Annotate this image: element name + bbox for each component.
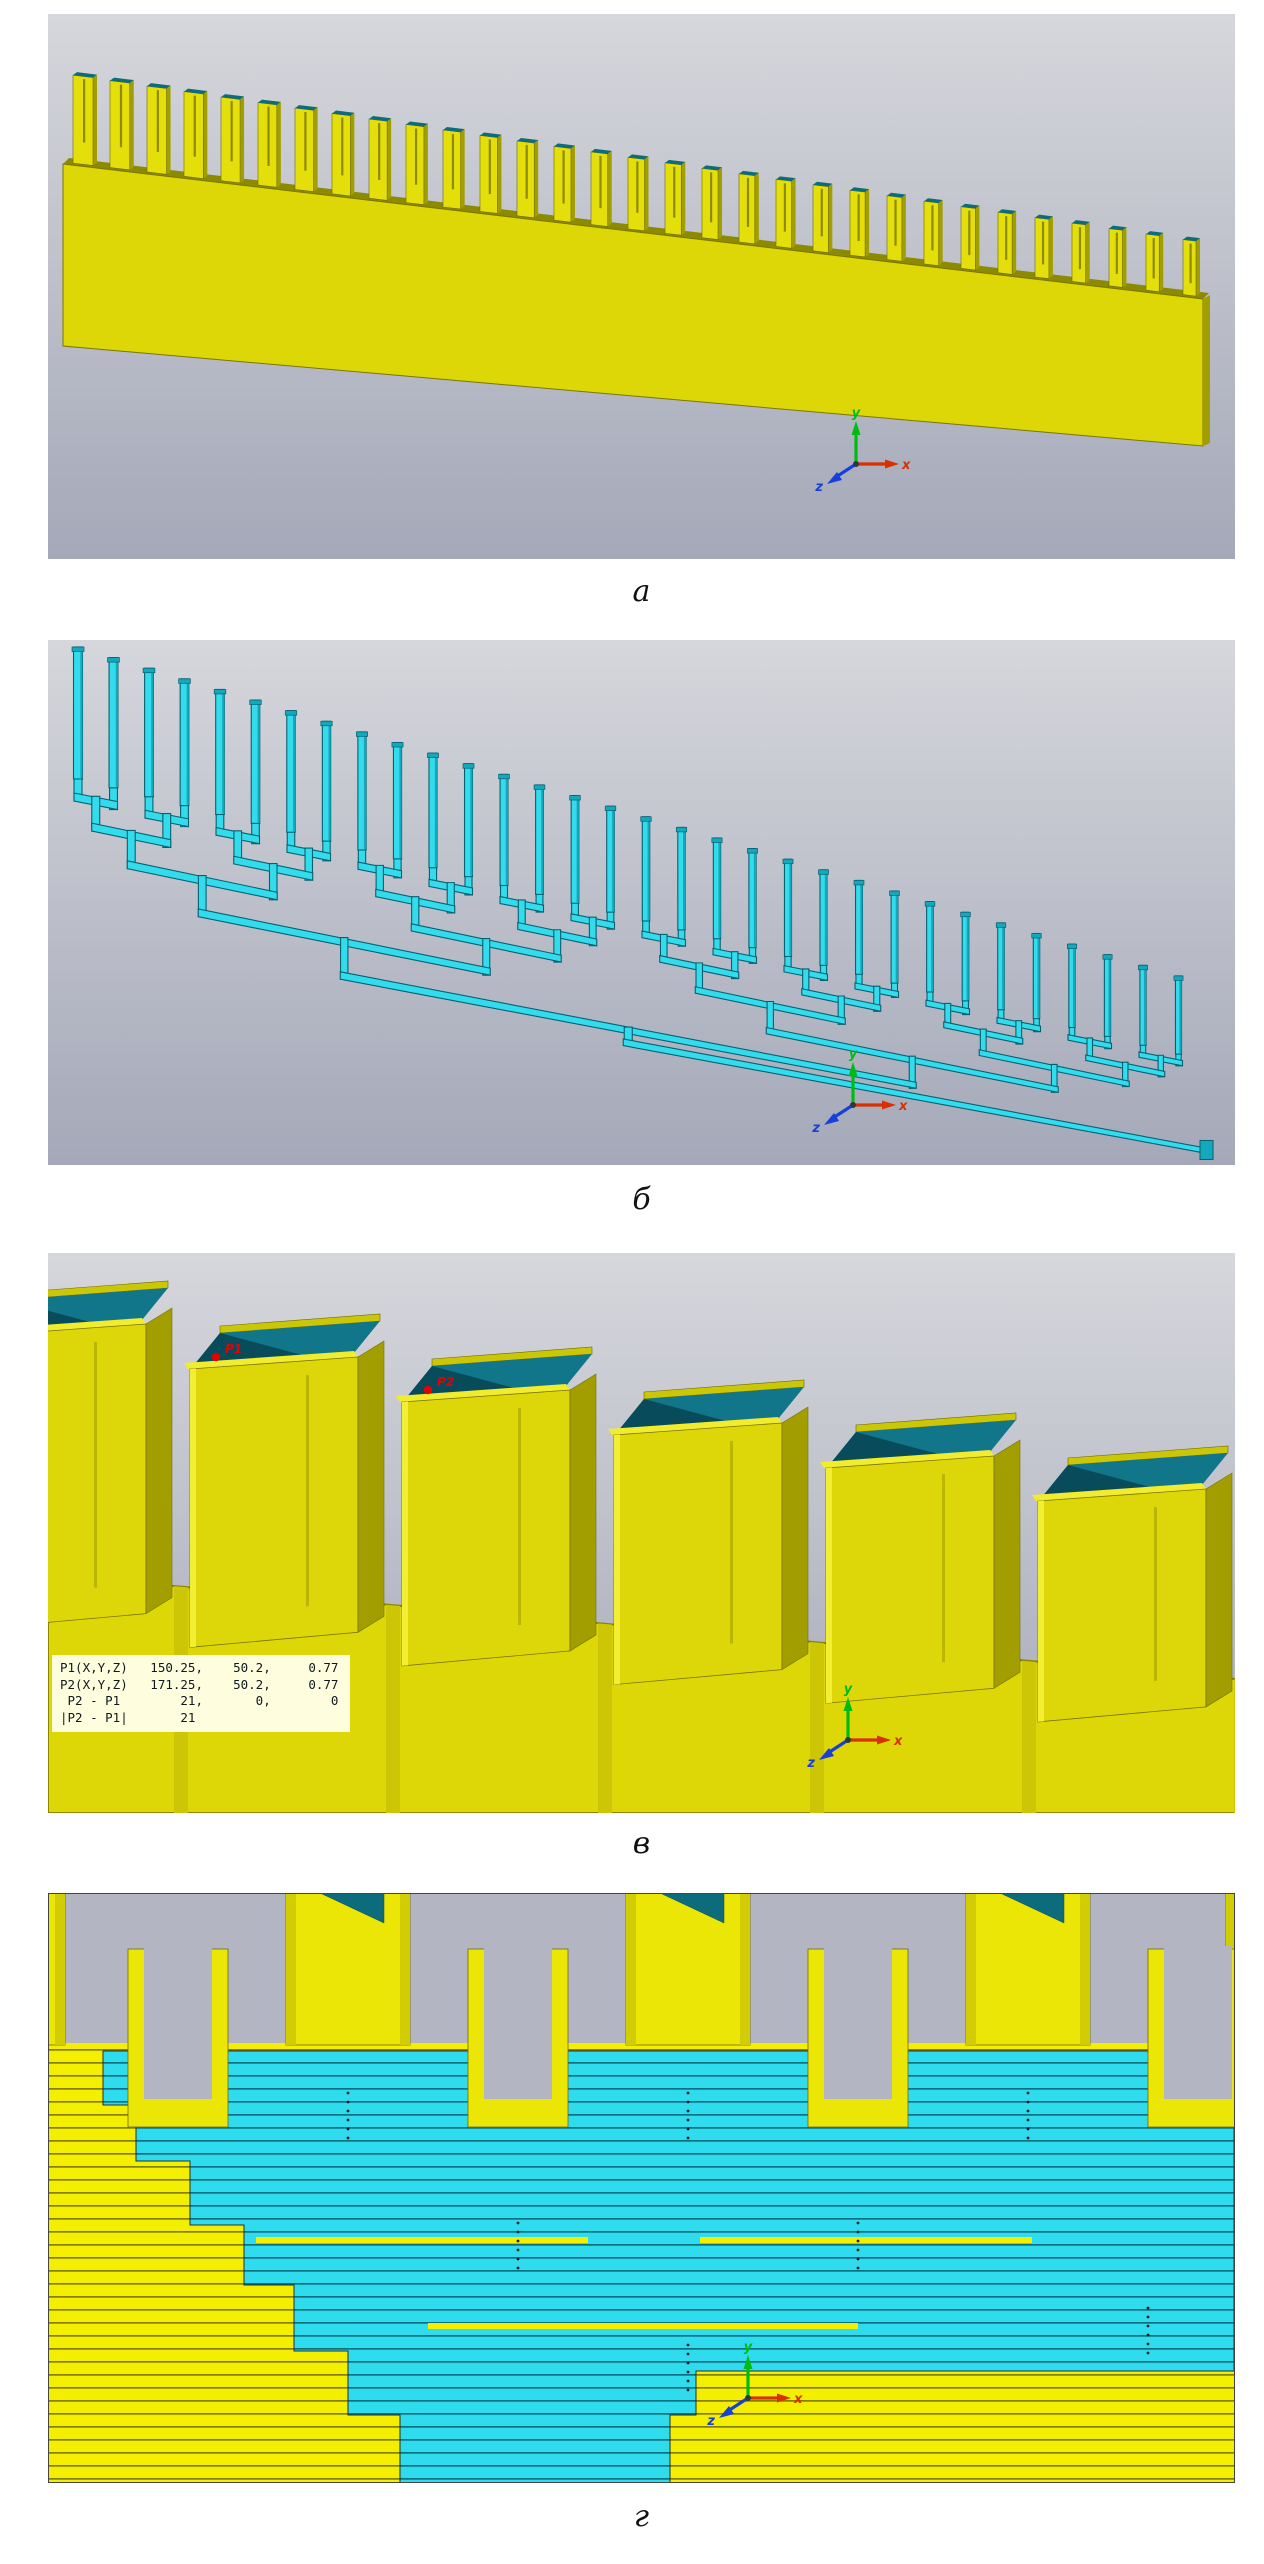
svg-text:y: y [852, 406, 861, 421]
measure-point-2: P2 [423, 1375, 454, 1395]
svg-text:P2: P2 [437, 1375, 454, 1389]
caption-a: а [632, 574, 651, 609]
axes-triad: z x y [811, 1047, 908, 1136]
axes-triad: z x y [814, 406, 911, 495]
svg-text:P1: P1 [225, 1342, 242, 1356]
cross-section-drawing [48, 1893, 1235, 2483]
array-elements-zoom [48, 1280, 1235, 1813]
axes-triad: z x y [706, 2340, 803, 2429]
measurement-info-box: P1(X,Y,Z) 150.25, 50.2, 0.77 P2(X,Y,Z) 1… [52, 1655, 351, 1732]
panel-g-screenshot: z x y [48, 1893, 1235, 2483]
antenna-array-3d [62, 72, 1210, 447]
svg-text:x: x [893, 1734, 903, 1749]
svg-text:z: z [806, 1756, 815, 1771]
svg-text:x: x [898, 1099, 908, 1114]
svg-text:y: y [744, 2340, 753, 2355]
feed-network-view: z x y [48, 640, 1235, 1165]
feed-network-3d [71, 646, 1214, 1160]
axes-triad: z x y [806, 1682, 903, 1771]
svg-text:z: z [814, 480, 823, 495]
panel-a-screenshot: z x y [48, 14, 1235, 559]
measure-point-1: P1 [211, 1342, 242, 1362]
svg-text:z: z [811, 1121, 820, 1136]
svg-text:x: x [793, 2392, 803, 2407]
measurement-text: P1(X,Y,Z) 150.25, 50.2, 0.77 P2(X,Y,Z) 1… [60, 1660, 339, 1725]
caption-v: в [632, 1826, 651, 1861]
antenna-array-view: z x y [48, 14, 1235, 559]
svg-text:y: y [844, 1682, 853, 1697]
svg-text:y: y [849, 1047, 858, 1062]
svg-text:x: x [901, 458, 911, 473]
svg-text:z: z [706, 2414, 715, 2429]
cross-section-view: z x y [48, 1893, 1235, 2483]
panel-b-screenshot: z x y [48, 640, 1235, 1165]
caption-b: б [632, 1182, 651, 1217]
caption-g: г [633, 2499, 650, 2534]
